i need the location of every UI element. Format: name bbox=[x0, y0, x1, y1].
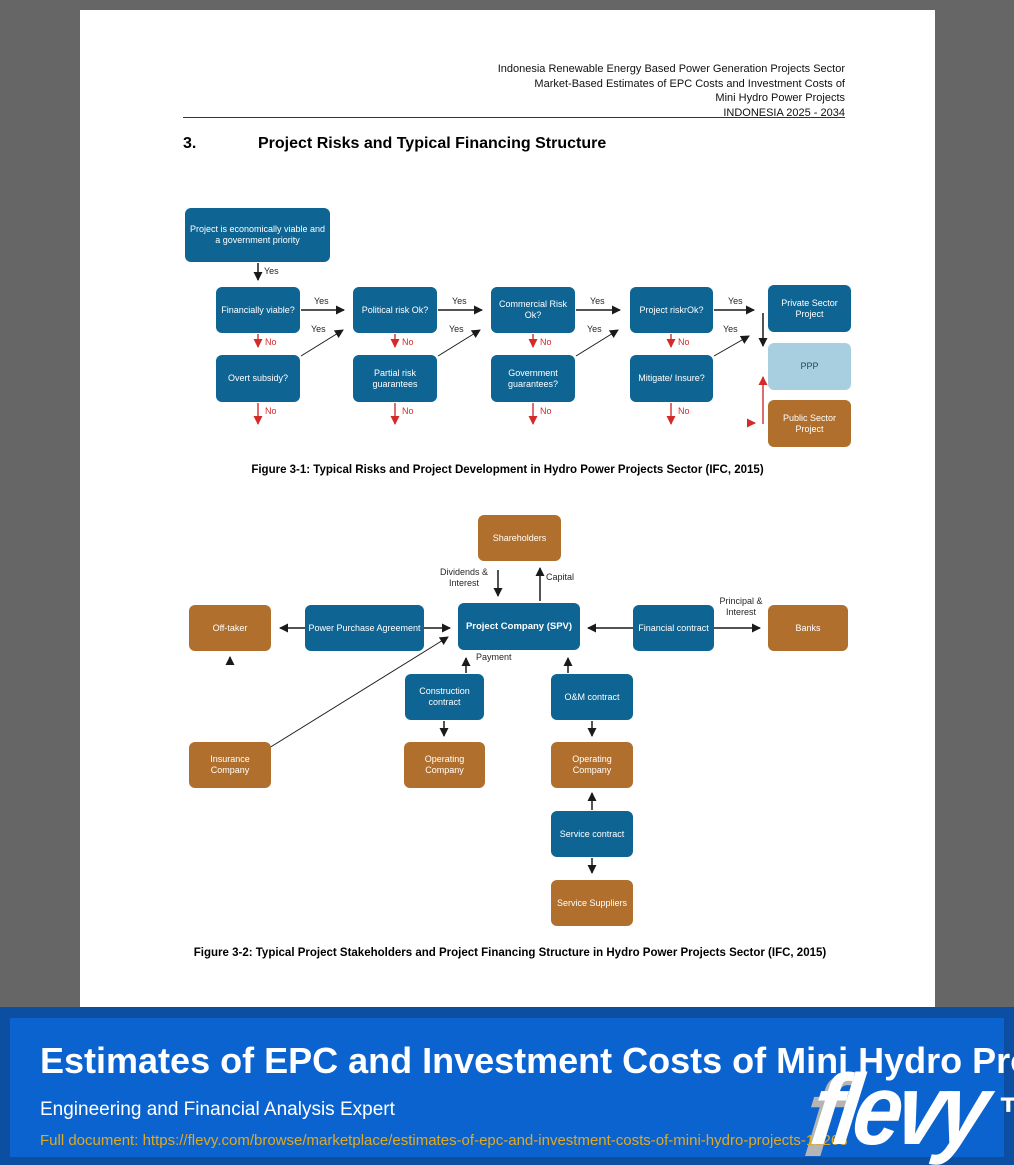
edge-label-capital: Capital bbox=[546, 572, 575, 582]
flevy-logo: flevy bbox=[805, 1054, 991, 1165]
stakeholder-box-shareholders: Shareholders bbox=[478, 515, 561, 561]
header-line: Mini Hydro Power Projects bbox=[715, 92, 845, 104]
figure-1-caption: Figure 3-1: Typical Risks and Project De… bbox=[251, 464, 764, 476]
edge-label-no: No bbox=[265, 406, 277, 416]
edge-label-no: No bbox=[678, 337, 690, 347]
stakeholder-box-operating-company-left: Operating Company bbox=[404, 742, 485, 788]
stakeholder-box-insurance: Insurance Company bbox=[189, 742, 271, 788]
header-rule bbox=[183, 117, 845, 118]
contract-box-om: O&M contract bbox=[551, 674, 633, 720]
contract-box-financial: Financial contract bbox=[633, 605, 714, 651]
contract-box-ppa: Power Purchase Agreement bbox=[305, 605, 424, 651]
banner-subtitle: Engineering and Financial Analysis Exper… bbox=[40, 1099, 395, 1120]
edge-label-yes: Yes bbox=[587, 324, 602, 334]
figure-2-caption: Figure 3-2: Typical Project Stakeholders… bbox=[193, 947, 827, 959]
edge-label-yes: Yes bbox=[264, 266, 279, 276]
edge-label-no: No bbox=[402, 337, 414, 347]
flow-box-partial-risk: Partial risk guarantees bbox=[353, 355, 437, 402]
document-header: Indonesia Renewable Energy Based Power G… bbox=[498, 62, 845, 120]
stakeholder-box-off-taker: Off-taker bbox=[189, 605, 271, 651]
document-link[interactable]: https://flevy.com/browse/marketplace/est… bbox=[142, 1132, 848, 1149]
edge-label-no: No bbox=[678, 406, 690, 416]
edge-label-yes: Yes bbox=[452, 296, 467, 306]
edge-label-yes: Yes bbox=[590, 296, 605, 306]
stakeholder-box-project-company: Project Company (SPV) bbox=[458, 603, 580, 650]
flow-box-ppp: PPP bbox=[768, 343, 851, 390]
edge-label-dividends: Dividends & Interest bbox=[439, 567, 489, 588]
flow-box-mitigate-insure: Mitigate/ Insure? bbox=[630, 355, 713, 402]
edge-label-principal: Principal & Interest bbox=[719, 596, 763, 617]
section-number: 3. bbox=[183, 135, 197, 152]
flow-box-private-sector: Private Sector Project bbox=[768, 285, 851, 332]
contract-box-service: Service contract bbox=[551, 811, 633, 857]
edge-label-no: No bbox=[540, 337, 552, 347]
edge-label-no: No bbox=[540, 406, 552, 416]
edge-label-yes: Yes bbox=[723, 324, 738, 334]
flow-box-public-sector: Public Sector Project bbox=[768, 400, 851, 447]
edge-label-payment: Payment bbox=[476, 652, 512, 662]
edge-label-yes: Yes bbox=[728, 296, 743, 306]
flevy-trademark: ™ bbox=[998, 1086, 1014, 1140]
edge-label-yes: Yes bbox=[311, 324, 326, 334]
header-line: Indonesia Renewable Energy Based Power G… bbox=[497, 63, 845, 75]
stakeholder-box-operating-company-right: Operating Company bbox=[551, 742, 633, 788]
section-heading: 3. Project Risks and Typical Financing St… bbox=[183, 135, 606, 153]
promo-banner-inner: f Estimates of EPC and Investment Costs … bbox=[10, 1018, 1014, 1165]
edge-label-no: No bbox=[402, 406, 414, 416]
banner-url-line: Full document: https://flevy.com/browse/… bbox=[40, 1132, 848, 1149]
flow-box-financially-viable: Financially viable? bbox=[216, 287, 300, 333]
flow-box-start: Project is economically viable and a gov… bbox=[185, 208, 330, 262]
header-line: INDONESIA 2025 - 2034 bbox=[723, 106, 845, 119]
flow-box-commercial-risk: Commercial Risk Ok? bbox=[491, 287, 575, 333]
stakeholder-box-banks: Banks bbox=[768, 605, 848, 651]
flow-box-project-risk: Project riskrOk? bbox=[630, 287, 713, 333]
flow-box-overt-subsidy: Overt subsidy? bbox=[216, 355, 300, 402]
promo-banner: f Estimates of EPC and Investment Costs … bbox=[0, 1007, 1014, 1165]
contract-box-construction: Construction contract bbox=[405, 674, 484, 720]
full-document-label: Full document: bbox=[40, 1132, 139, 1149]
banner-title: Estimates of EPC and Investment Costs of… bbox=[40, 1040, 1014, 1081]
flow-box-political-risk: Political risk Ok? bbox=[353, 287, 437, 333]
edge-label-yes: Yes bbox=[449, 324, 464, 334]
section-title: Project Risks and Typical Financing Stru… bbox=[258, 135, 607, 152]
document-sheet bbox=[80, 10, 935, 1008]
flow-box-government-guarantees: Government guarantees? bbox=[491, 355, 575, 402]
stakeholder-box-service-suppliers: Service Suppliers bbox=[551, 880, 633, 926]
edge-label-no: No bbox=[265, 337, 277, 347]
header-line: Market-Based Estimates of EPC Costs and … bbox=[534, 77, 845, 90]
edge-label-yes: Yes bbox=[314, 296, 329, 306]
